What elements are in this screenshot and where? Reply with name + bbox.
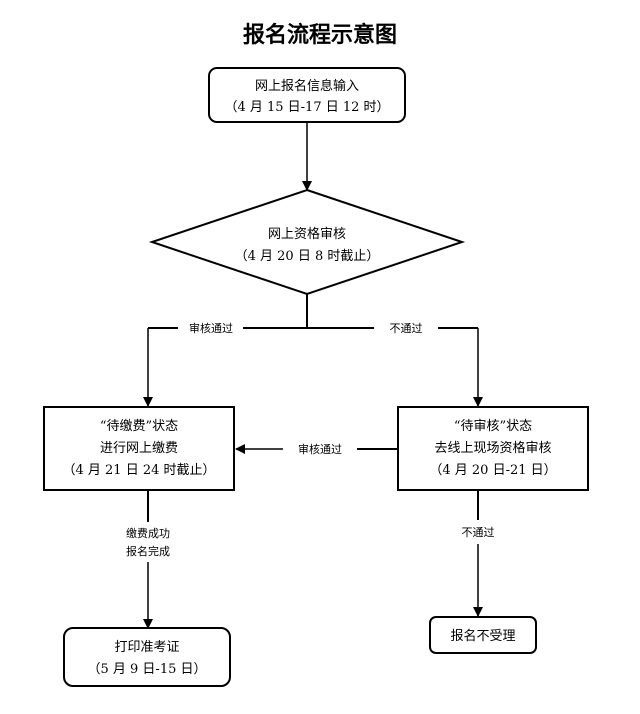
edge-label-pass-middle: 审核通过 — [298, 442, 342, 456]
node-pending-review-line2: 去线上现场资格审核 — [434, 440, 551, 456]
node-print-admission-line2: （5 月 9 日-15 日） — [87, 662, 206, 677]
node-registration-rejected — [429, 616, 537, 654]
node-print-admission — [63, 627, 231, 687]
node-pending-payment — [43, 406, 235, 491]
node-pending-payment-line2: 进行网上缴费 — [100, 441, 178, 456]
edge-label-pass-left: 审核通过 — [189, 321, 233, 335]
node-info-input-line1: 网上报名信息输入 — [255, 78, 359, 94]
edge-label-payment-done-2: 报名完成 — [126, 544, 170, 558]
edge-label-fail-bottom: 不通过 — [462, 526, 495, 539]
node-info-input-line2: （4 月 15 日-17 日 12 时） — [224, 100, 389, 115]
diagram-title: 报名流程示意图 — [243, 22, 397, 48]
edge-label-payment-done-1: 缴费成功 — [126, 526, 170, 540]
node-pending-payment-line3: （4 月 21 日 24 时截止） — [62, 463, 215, 478]
node-print-admission-line1: 打印准考证 — [114, 640, 179, 655]
node-pending-payment-line1: “待缴费”状态 — [100, 419, 178, 434]
node-pending-review-line3: （4 月 20 日-21 日） — [429, 463, 556, 478]
node-qualification-review-line1: 网上资格审核 — [268, 226, 346, 242]
node-pending-review-line1: “待审核”状态 — [454, 419, 532, 434]
node-qualification-review — [148, 188, 466, 296]
node-registration-rejected-line1: 报名不受理 — [450, 628, 515, 644]
node-qualification-review-line2: （4 月 20 日 8 时截止） — [235, 249, 380, 264]
edge-label-fail-right: 不通过 — [390, 322, 423, 335]
